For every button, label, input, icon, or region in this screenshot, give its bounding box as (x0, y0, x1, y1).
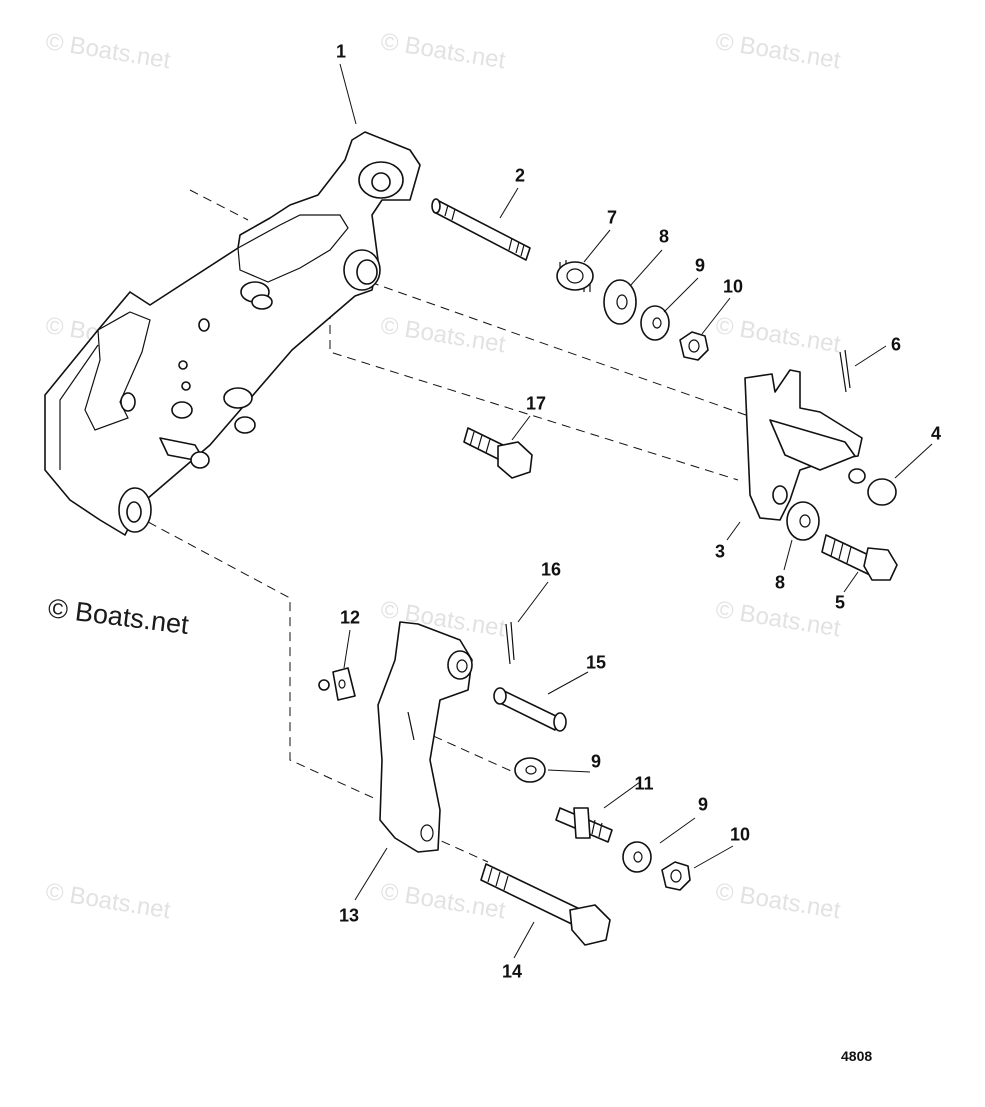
washer-part-9-lower (622, 841, 652, 873)
cap-part-4 (867, 478, 897, 506)
callout-8: 8 (774, 572, 786, 593)
callout-9: 9 (694, 255, 706, 276)
callout-3: 3 (714, 541, 726, 562)
nut-part-10-top (679, 331, 709, 361)
bracket-part-1 (44, 131, 421, 536)
pivot-pin-part-2 (431, 198, 531, 261)
stud-part-11 (555, 807, 613, 843)
spring-part-7 (556, 260, 594, 292)
clip-part-12 (318, 667, 356, 701)
clevis-pin-part-15 (493, 687, 567, 732)
callout-15: 15 (585, 652, 607, 673)
callout-6: 6 (890, 334, 902, 355)
washer-part-8-top (603, 279, 637, 325)
callout-4: 4 (930, 423, 942, 444)
callout-13: 13 (338, 905, 360, 926)
figure-number: 4808 (841, 1048, 873, 1064)
callout-12: 12 (339, 607, 361, 628)
cotter-pin-part-16 (505, 621, 515, 665)
callout-16: 16 (540, 559, 562, 580)
callout-14: 14 (501, 961, 523, 982)
washer-part-9-middle (514, 757, 546, 783)
callout-7: 7 (606, 207, 618, 228)
callout-10: 10 (729, 824, 751, 845)
link-part-13 (377, 621, 473, 853)
nut-part-10-lower (661, 861, 691, 891)
bolt-part-14 (480, 863, 611, 946)
callout-1: 1 (335, 41, 347, 62)
washer-part-9-top (640, 305, 670, 341)
callout-11: 11 (634, 773, 654, 794)
cotter-pin-part-6 (839, 349, 851, 393)
leader-lines (339, 63, 933, 959)
callout-2: 2 (514, 165, 526, 186)
callout-9: 9 (697, 794, 709, 815)
callout-8: 8 (658, 226, 670, 247)
washer-part-8-right (786, 501, 820, 541)
callout-17: 17 (525, 393, 547, 414)
screw-part-17 (463, 427, 533, 479)
callout-9: 9 (590, 751, 602, 772)
callout-10: 10 (722, 276, 744, 297)
bolt-part-5 (821, 534, 898, 581)
lever-part-3 (744, 369, 866, 521)
callout-5: 5 (834, 592, 846, 613)
